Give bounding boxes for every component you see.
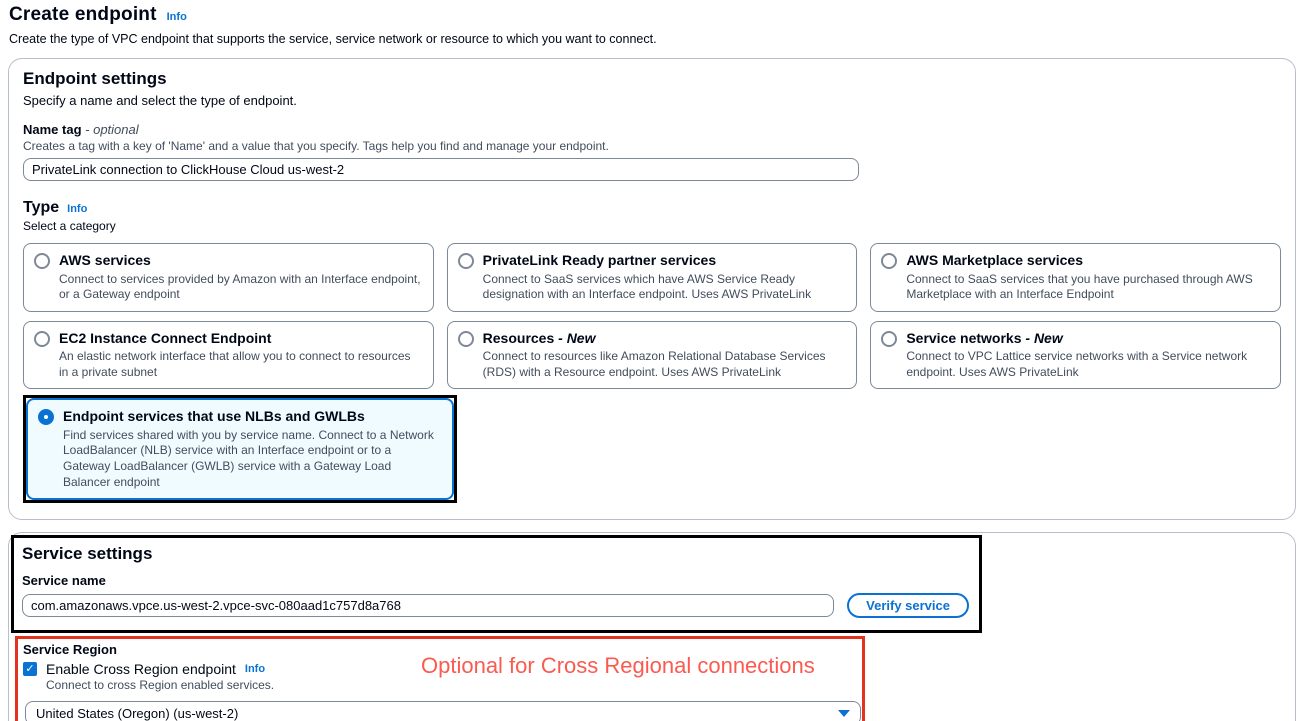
type-option-privatelink-partner-services[interactable]: PrivateLink Ready partner services Conne… [446, 243, 858, 312]
service-settings-heading: Service settings [22, 544, 153, 564]
radio-icon[interactable] [457, 330, 474, 347]
type-option-title: Service networks - New [906, 329, 1063, 346]
type-option-description: Connect to SaaS services which have AWS … [482, 271, 812, 302]
radio-icon[interactable] [34, 253, 50, 269]
type-options-grid: AWS services Connect to services provide… [23, 243, 1281, 390]
service-region-selected-value: United States (Oregon) (us-west-2) [36, 705, 239, 721]
page-header: Create endpoint Info Create the type of … [8, 4, 1296, 46]
type-option-service-networks[interactable]: Service networks - New Connect to VPC La… [870, 320, 1281, 390]
chevron-down-icon [838, 709, 850, 717]
endpoint-settings-subheading: Specify a name and select the type of en… [23, 93, 297, 108]
type-option-description: Connect to services provided by Amazon w… [59, 271, 421, 302]
annotation-box-service-region: Service Region ✓ Enable Cross Region end… [15, 636, 865, 721]
name-tag-optional-label: - optional [81, 122, 139, 137]
radio-icon[interactable] [34, 330, 50, 347]
type-option-title: PrivateLink Ready partner services [482, 252, 717, 268]
page-title: Create endpoint [9, 4, 157, 25]
cross-region-help: Connect to cross Region enabled services… [46, 678, 275, 693]
cross-region-annotation-text: Optional for Cross Regional connections [421, 653, 815, 679]
radio-checked-icon[interactable] [38, 409, 54, 426]
endpoint-settings-heading: Endpoint settings [23, 69, 167, 88]
type-option-endpoint-services-nlb-gwlb[interactable]: Endpoint services that use NLBs and GWLB… [26, 398, 454, 501]
endpoint-settings-panel: Endpoint settings Specify a name and sel… [8, 58, 1296, 521]
cross-region-checkbox[interactable]: ✓ [23, 662, 37, 677]
type-option-aws-services[interactable]: AWS services Connect to services provide… [23, 243, 434, 312]
type-option-title: EC2 Instance Connect Endpoint [59, 329, 272, 346]
page-info-link[interactable]: Info [166, 11, 187, 23]
type-heading: Type [23, 199, 60, 216]
type-option-description: Connect to resources like Amazon Relatio… [482, 349, 826, 379]
type-option-title: Endpoint services that use NLBs and GWLB… [63, 408, 365, 425]
service-region-select[interactable]: United States (Oregon) (us-west-2) [25, 701, 861, 721]
service-region-label: Service Region [23, 642, 117, 658]
type-option-description: Connect to VPC Lattice service networks … [906, 349, 1248, 379]
annotation-box-service-settings: Service settings Service name Verify ser… [11, 535, 982, 634]
annotation-box-selected-type: Endpoint services that use NLBs and GWLB… [23, 395, 457, 504]
service-name-input[interactable] [22, 594, 835, 618]
page-description: Create the type of VPC endpoint that sup… [9, 32, 657, 46]
new-badge: - New [1021, 329, 1063, 346]
type-option-description: An elastic network interface that allow … [59, 349, 411, 379]
name-tag-input[interactable] [23, 158, 859, 181]
radio-icon[interactable] [457, 253, 474, 269]
service-name-label: Service name [22, 573, 106, 589]
type-option-title: Resources - New [482, 329, 596, 346]
new-badge: - New [554, 329, 596, 346]
type-option-description: Find services shared with you by service… [63, 427, 434, 489]
type-option-resources[interactable]: Resources - New Connect to resources lik… [446, 320, 858, 390]
cross-region-info-link[interactable]: Info [244, 663, 266, 676]
type-option-description: Connect to SaaS services that you have p… [906, 271, 1253, 302]
type-option-ec2-instance-connect[interactable]: EC2 Instance Connect Endpoint An elastic… [23, 320, 434, 390]
radio-icon[interactable] [881, 330, 898, 347]
service-settings-panel: Service settings Service name Verify ser… [8, 532, 1296, 721]
type-info-link[interactable]: Info [67, 203, 88, 215]
type-option-aws-marketplace-services[interactable]: AWS Marketplace services Connect to SaaS… [870, 243, 1281, 312]
name-tag-field-group: Name tag - optional Creates a tag with a… [23, 122, 1281, 181]
verify-service-button[interactable]: Verify service [847, 593, 969, 619]
name-tag-help: Creates a tag with a key of 'Name' and a… [23, 139, 609, 153]
type-subtitle: Select a category [23, 219, 116, 233]
type-option-title: AWS Marketplace services [906, 252, 1083, 268]
radio-icon[interactable] [881, 253, 898, 269]
name-tag-label: Name tag - optional [23, 122, 139, 137]
cross-region-checkbox-label: Enable Cross Region endpoint [46, 661, 236, 678]
type-option-title: AWS services [59, 252, 151, 268]
